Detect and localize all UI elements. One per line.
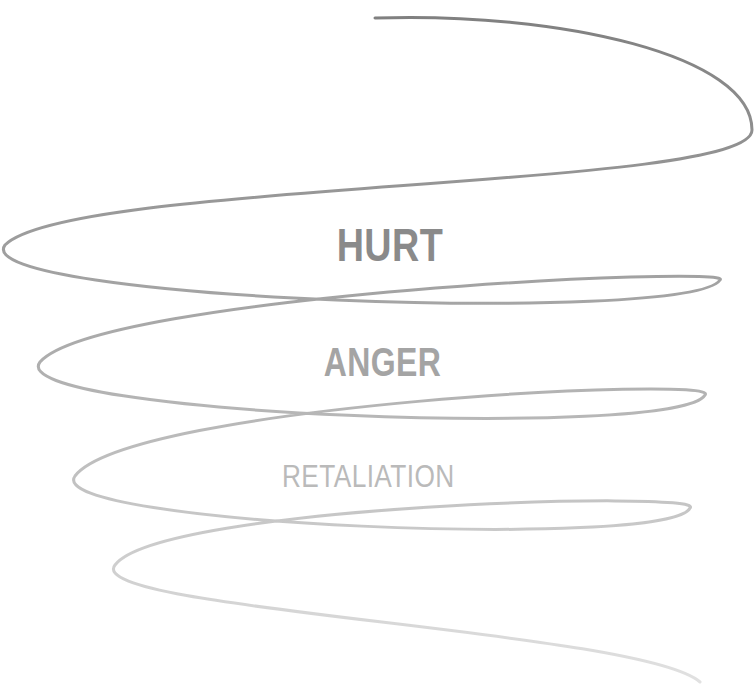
spiral-path	[3, 17, 752, 682]
spiral-label: ANGER	[323, 342, 441, 382]
spiral-label: HURT	[337, 222, 443, 268]
spiral-label: RETALIATION	[282, 460, 455, 492]
